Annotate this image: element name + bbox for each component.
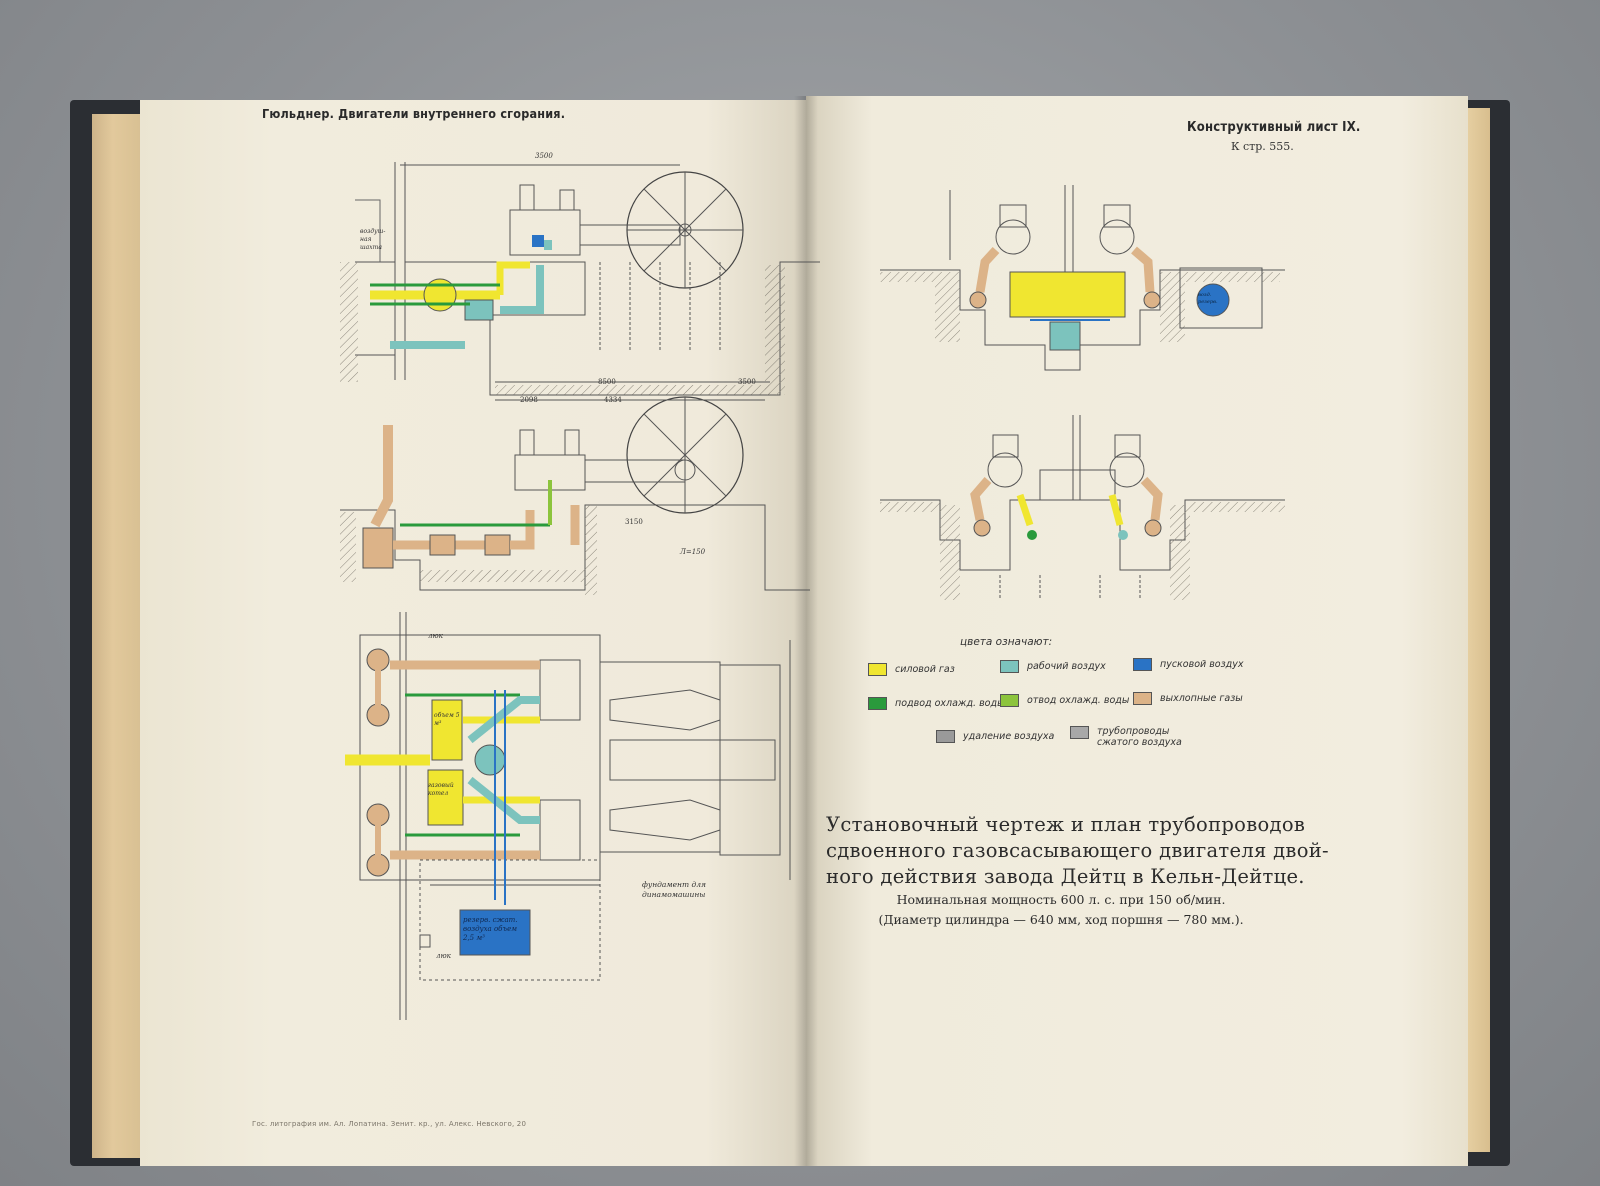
legend-label: рабочий воздух [1027,661,1106,672]
foundation-label: фундамент для динамомашины [642,880,706,899]
legend-item: подвод охлажд. воды [868,697,1005,710]
legend-swatch [1133,692,1152,705]
legend-swatch [868,697,887,710]
section-drawing-1 [880,185,1285,371]
book-gutter [794,96,818,1166]
legend-swatch [936,730,955,743]
legend-label: трубопроводы сжатого воздуха [1097,726,1182,748]
hatch-label-bottom: люк [436,952,451,960]
caption-block: Установочный чертеж и план трубопроводов… [826,812,1329,930]
elevation-drawing-1 [340,162,820,396]
legend-item: отвод охлажд. воды [1000,694,1129,707]
legend-label: подвод охлажд. воды [895,698,1005,709]
dim-label: 2098 [520,396,538,404]
dim-label: 8500 [598,378,616,386]
legend-label: пусковой воздух [1160,659,1244,670]
legend-swatch [868,663,887,676]
page-reference: К стр. 555. [1231,140,1294,153]
elevation-drawing-2 [340,396,810,595]
air-reservoir-label: возд. резерв. [1198,292,1218,305]
dim-label: 3500 [535,152,553,160]
caption-title-line: Установочный чертеж и план трубопроводов [826,813,1306,836]
dim-label: 4334 [604,396,622,404]
caption-dimensions-line: (Диаметр цилиндра — 640 мм, ход поршня —… [878,912,1244,927]
legend-swatch [1070,726,1089,739]
legend-item: удаление воздуха [936,730,1054,743]
hatch-label-top: люк [428,632,443,640]
dim-label: 3500 [738,378,756,386]
legend-title: цвета означают: [960,636,1053,648]
printer-imprint: Гос. литография им. Ал. Лопатина. Зенит.… [252,1120,527,1128]
legend-swatch [1000,694,1019,707]
legend-label: силовой газ [895,664,955,675]
air-tank-label: резерв. сжат. воздуха объем 2,5 м³ [463,916,518,942]
plan-drawing [345,612,791,1020]
legend-item: пусковой воздух [1133,658,1244,671]
legend-swatch [1000,660,1019,673]
legend-swatch [1133,658,1152,671]
legend-item: трубопроводы сжатого воздуха [1070,726,1207,748]
dim-label: Л=150 [680,548,706,556]
legend-label: удаление воздуха [963,731,1055,742]
caption-title-line: сдвоенного газовсасывающего двигателя дв… [826,839,1329,862]
section-drawing-2 [880,415,1285,600]
legend-label: выхлопные газы [1160,693,1243,704]
gas-boiler-label: газовый котел [428,782,454,797]
caption-power-line: Номинальная мощность 600 л. с. при 150 о… [896,892,1226,907]
legend-item: выхлопные газы [1133,692,1243,705]
legend-item: рабочий воздух [1000,660,1106,673]
legend-item: силовой газ [868,663,955,676]
dim-label: 3150 [625,518,643,526]
caption-title-line: ного действия завода Дейтц в Кельн-Дейтц… [826,865,1305,888]
running-header-left: Гюльднер. Двигатели внутреннего сгорания… [262,106,566,121]
page-edges-left [92,114,144,1158]
legend-label: отвод охлажд. воды [1027,695,1130,706]
volume-label: объем 5 м³ [434,712,460,727]
air-shaft-label: воздуш-ная шахта [360,228,386,251]
left-page [140,100,806,1166]
running-header-right: Конструктивный лист IX. [1187,120,1361,135]
